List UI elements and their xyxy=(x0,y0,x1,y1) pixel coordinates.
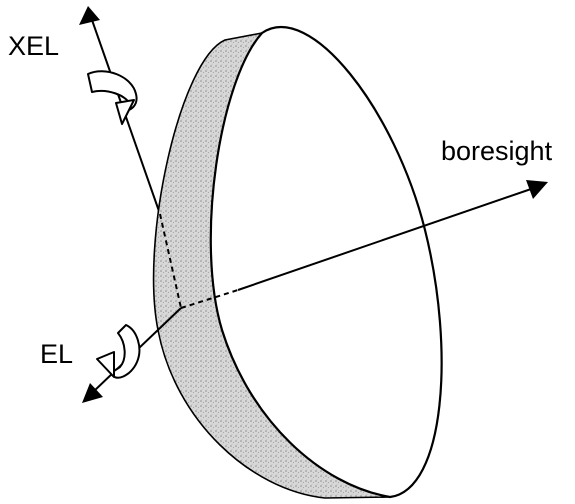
boresight-label: boresight xyxy=(441,136,553,166)
boresight-arrowhead xyxy=(526,180,548,199)
xel-rotation-icon xyxy=(87,70,138,125)
xel-label: XEL xyxy=(8,31,59,61)
xel-axis-hidden xyxy=(159,213,182,309)
xel-axis-arrowhead xyxy=(79,6,100,25)
dish-face xyxy=(209,26,443,499)
el-label: EL xyxy=(40,339,73,369)
boresight-axis xyxy=(237,187,535,291)
el-rotation-icon xyxy=(96,324,141,379)
boresight-axis-hidden xyxy=(180,289,239,309)
el-axis-arrowhead xyxy=(82,383,103,403)
